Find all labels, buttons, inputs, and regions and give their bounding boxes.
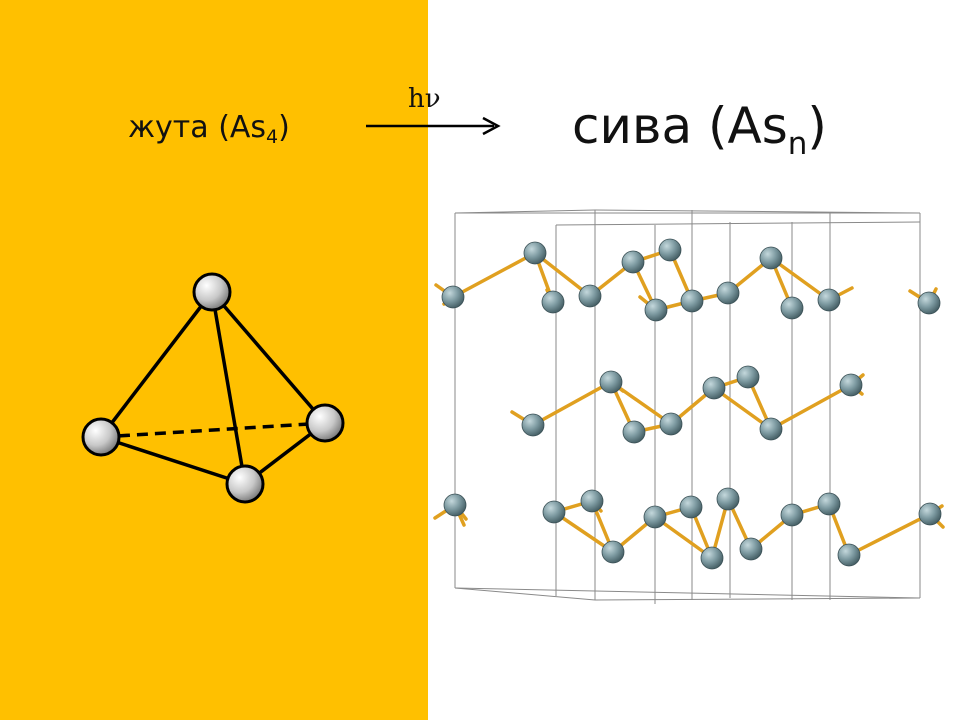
yellow-formula-subscript: 4 [266,126,279,148]
as-atom [716,281,740,305]
as-atom [918,502,942,526]
as-atom [523,241,547,265]
tetra-bond [99,290,214,439]
as-atom [716,487,740,511]
as-atom [621,250,645,274]
as-atom [542,500,566,524]
yellow-name: жута [128,110,209,145]
light-energy-label: hν [408,84,441,114]
as-atom [700,546,724,570]
grey-arsenic-label: сива (Asn) [572,94,827,176]
unit-cell-edge [454,209,596,214]
as-atom [305,403,345,443]
unit-cell-edge [555,221,921,226]
as-atom [679,495,703,519]
unit-cell-edge [454,587,921,599]
as-bond [769,256,831,302]
as-bond [552,510,615,554]
tetra-bond [100,435,246,486]
as-bond [653,515,714,560]
as-atom [759,246,783,270]
as-bond [847,512,932,557]
as-atom [659,412,683,436]
as-atom [839,373,863,397]
as-atom [601,540,625,564]
grey-name: сива [572,97,693,155]
as-atom [580,489,604,513]
as-atom [441,285,465,309]
reaction-arrow-icon [366,116,501,136]
as-bond [712,386,773,431]
as-bond [769,383,853,431]
unit-cell-edge [594,597,921,601]
as-atom [644,298,668,322]
as-atom [225,464,265,504]
grey-formula-close: ) [807,97,827,155]
as-atom [192,272,232,312]
as-atom [622,420,646,444]
as-atom [521,413,545,437]
as-atom [817,492,841,516]
as-atom [599,370,623,394]
as4-tetrahedron [81,272,345,504]
yellow-arsenic-label: жута (As4) [128,108,290,157]
as-atom [780,296,804,320]
as-atom [702,376,726,400]
as-atom [817,288,841,312]
as-atom [837,543,861,567]
yellow-formula-open: (As [218,110,267,145]
as-atom [759,417,783,441]
grey-formula-subscript: n [787,126,808,162]
unit-cell-edge [454,587,596,601]
as-atom [541,290,565,314]
as-atom [736,365,760,389]
as-atom [443,493,467,517]
as-atom [643,505,667,529]
yellow-arsenic-panel [0,0,428,720]
tetra-bond [210,290,327,425]
yellow-formula-close: ) [278,110,290,145]
as-atom-set [441,238,942,570]
as-atom [917,291,941,315]
as-atom [780,503,804,527]
tetra-bond-hidden [100,421,326,439]
as-bond [451,251,537,299]
grey-formula-open: (As [708,97,788,155]
as-atom [578,284,602,308]
as-atom [658,238,682,262]
as-bond [531,380,613,427]
as-atom [680,289,704,313]
unit-cell-edge [594,209,921,214]
tetra-bond [210,291,247,485]
as-atom [739,537,763,561]
as-bond [533,251,592,298]
as-atom [81,417,121,457]
